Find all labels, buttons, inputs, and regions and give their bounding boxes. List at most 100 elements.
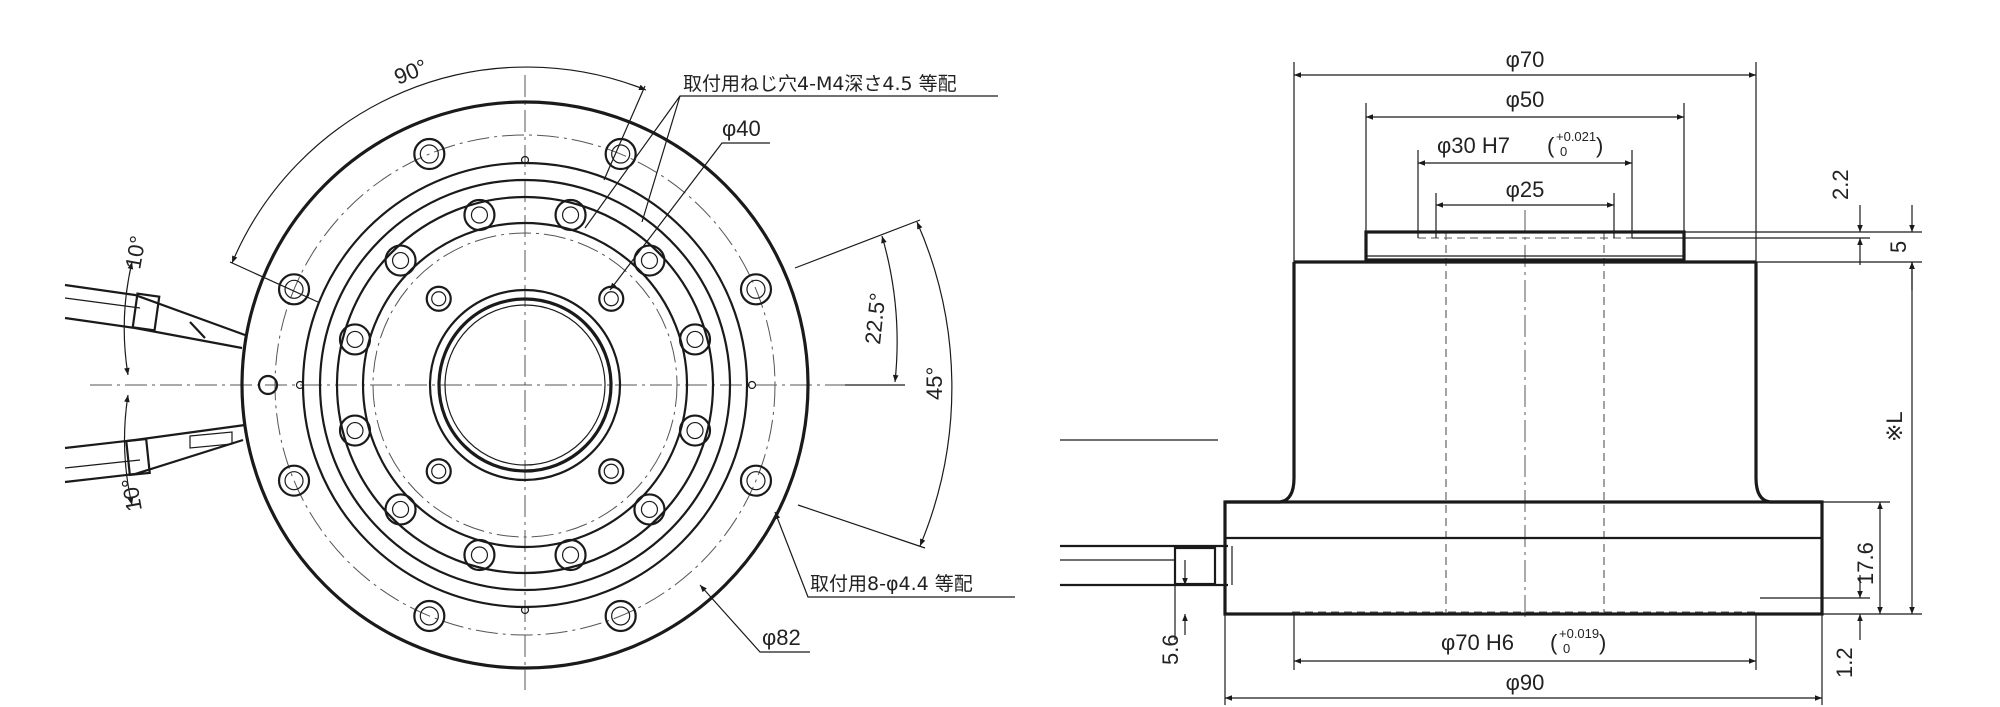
pin-hole-bottom [520,605,530,615]
socket-bolt [338,414,372,447]
socket-bolt [463,538,496,572]
dim-arc-10-lower [123,394,134,506]
note-mount-holes: 取付用8-φ4.4 等配 [810,573,973,595]
body-right-edge [1754,262,1822,504]
dim-1-2-label: 1.2 [1832,647,1857,678]
dim-arc-10-upper [123,261,134,376]
socket-bolt-head [561,206,580,224]
tapped-hole [598,458,625,485]
mounting-hole-inner [746,279,766,299]
mount-hole-pcd-circle [274,134,776,636]
socket-bolt-head [561,546,580,564]
tol-30-paren-open: ( [1547,133,1555,158]
dim-5-6-label: 5.6 [1158,634,1183,665]
bore-outer-circle [428,288,622,482]
dia-70-top-label: φ70 [1506,47,1545,72]
socket-bolt-head [346,330,364,349]
ext-line-90-left [229,261,319,303]
dia-25-label: φ25 [1506,177,1545,202]
mounting-hole-inner [611,606,631,626]
socket-bolt [554,538,587,572]
mounting-hole-inner [419,606,439,626]
socket-bolt [633,244,666,277]
tol-70-paren-close: ) [1599,630,1606,655]
tol-70-lower: 0 [1563,641,1570,656]
dia-40-label: φ40 [722,116,761,141]
dim-arc-45 [916,221,953,547]
mounting-hole [277,464,311,497]
tol-30-upper: +0.021 [1556,129,1596,144]
socket-bolt-head [686,330,704,349]
cable-upper [64,283,246,350]
tapped-hole-inner [603,463,619,479]
tapped-hole [598,285,625,312]
ext-line-90-right [603,85,646,181]
tapped-hole-inner [431,291,447,307]
leader-dia-82 [699,584,810,653]
dim-5-label: 5 [1886,241,1911,253]
angle-10-upper-label: 10° [120,234,150,271]
dia-70-h6-label: φ70 H6 [1441,630,1514,655]
angle-45-label: 45° [922,367,947,400]
tol-30-lower: 0 [1560,144,1567,159]
tapped-hole-inner [603,291,619,307]
tol-70-upper: +0.019 [1559,626,1599,641]
socket-bolt-head [470,546,489,564]
socket-bolt [678,323,712,356]
angle-22-5-label: 22.5° [860,292,890,346]
angle-10-lower-label: 10° [117,476,147,513]
tapped-hole [425,285,452,312]
note-tap-holes: 取付用ねじ穴4-M4深さ4.5 等配 [683,73,957,95]
leader-tap-holes-2 [641,95,681,223]
leader-mount-holes [774,511,1015,598]
front-view: 90° 10° 10° 22.5° 45° 取付用ねじ穴4-M4深さ4.5 等配… [64,54,1015,690]
bore-chamfer-circle [444,304,606,466]
socket-bolt [633,493,666,526]
mounting-hole [604,599,637,633]
dim-arc-90 [231,66,647,264]
socket-bolt-head [686,421,704,440]
socket-bolt [463,198,496,232]
mounting-hole-inner [284,279,304,299]
mounting-hole-inner [284,471,304,491]
cable-lower [64,423,246,484]
top-plate [1364,230,1686,262]
dim-arc-22-5 [881,235,899,383]
socket-bolt [338,323,372,356]
dia-30-h7-label: φ30 H7 [1437,133,1510,158]
tapped-hole [425,458,452,485]
socket-bolt-head [640,500,659,519]
ext-line-45 [797,504,926,549]
dia-90-label: φ90 [1506,670,1545,695]
pin-hole-left [295,380,305,390]
mounting-hole [739,273,773,306]
tol-30-paren-close: ) [1596,133,1603,158]
side-view: φ70 φ50 φ30 H7 ( +0.021 0 ) φ25 2.2 5 [1060,47,1922,705]
tol-70-paren-open: ( [1550,630,1558,655]
mounting-hole-inner [746,471,766,491]
base-flange [1223,500,1824,616]
socket-bolt [384,244,417,277]
socket-bolt [384,493,417,526]
dia-50-label: φ50 [1506,87,1545,112]
pin-hole-right [747,380,757,390]
leader-dia-40 [609,142,770,291]
socket-bolt-head [470,206,489,224]
tapped-hole-inner [431,463,447,479]
side-cable [1060,439,1233,587]
dim-17-6-label: 17.6 [1853,542,1878,585]
dim-2-2-label: 2.2 [1828,169,1853,200]
dim-L-label: ※L [1882,411,1907,442]
bore-circle [437,297,613,473]
ext-line-22-5 [794,219,921,269]
connector-hole [257,374,279,396]
socket-bolt-head [640,251,659,270]
body-left-edge [1225,262,1296,504]
dia-82-label: φ82 [762,625,801,650]
socket-bolt [554,198,587,232]
leader-tap-holes [584,95,998,229]
tapped-holes [425,285,625,485]
mounting-hole [277,273,311,306]
socket-bolt-head [391,500,410,519]
